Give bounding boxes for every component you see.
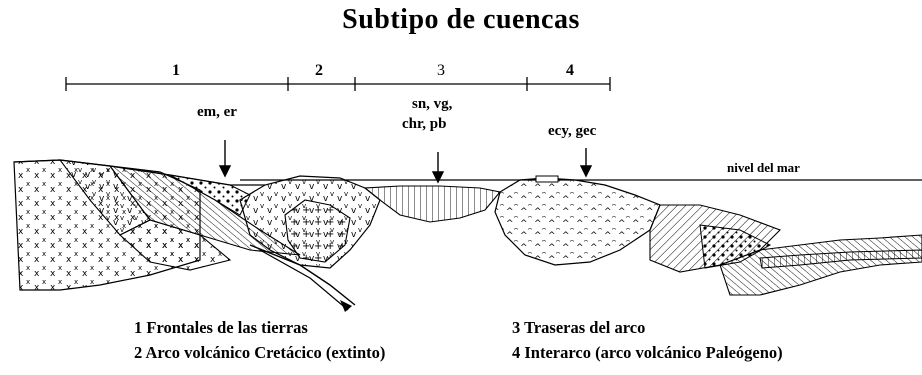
reef-cap	[536, 176, 558, 182]
back-arc-basin	[365, 186, 500, 222]
marker-arrows	[220, 140, 591, 182]
scale-bar	[66, 77, 610, 91]
interarc-volcanic	[495, 178, 660, 265]
